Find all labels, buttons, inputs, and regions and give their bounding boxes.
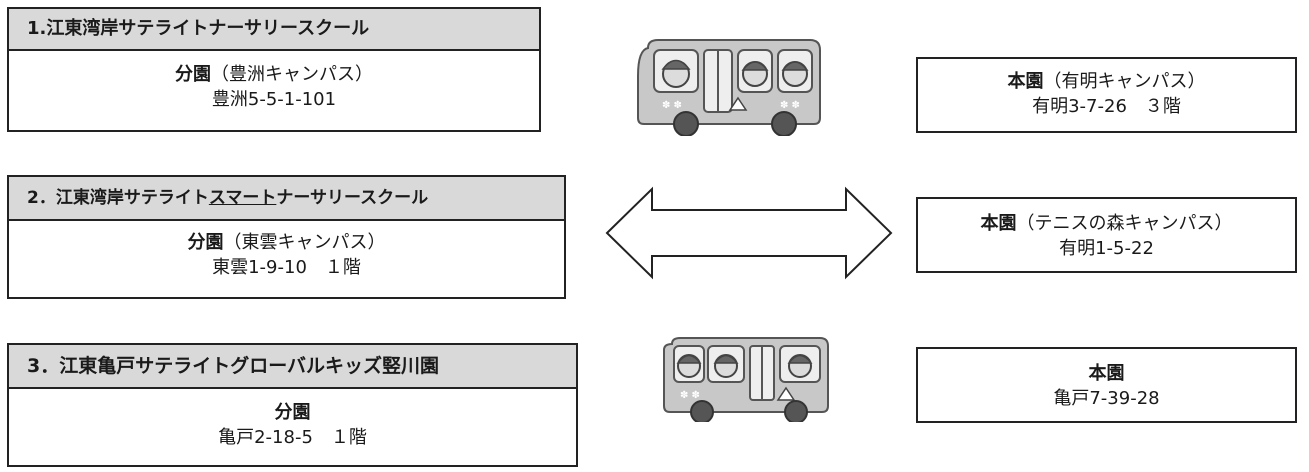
campus-box-2: 本園（テニスの森キャンパス） 有明1-5-22 xyxy=(916,197,1297,273)
school-bus-icon: ✽ ✽ ✽ ✽ xyxy=(637,39,821,136)
campus-address-2: 有明1-5-22 xyxy=(1059,238,1154,259)
campus-box-1: 本園（有明キャンパス） 有明3-7-26 ３階 xyxy=(916,57,1297,133)
svg-text:✽ ✽: ✽ ✽ xyxy=(680,390,700,401)
branch-address-3: 亀戸2-18-5 １階 xyxy=(218,427,367,448)
double-arrow-icon xyxy=(605,186,893,280)
branch-address-2: 東雲1-9-10 １階 xyxy=(212,257,361,278)
campus-address-3: 亀戸7-39-28 xyxy=(1053,388,1160,409)
campus-label-1: 本園（有明キャンパス） xyxy=(1007,71,1206,92)
campus-box-3: 本園 亀戸7-39-28 xyxy=(916,347,1297,423)
school-box-1: 1.江東湾岸サテライトナーサリースクール 分園（豊洲キャンパス） 豊洲5-5-1… xyxy=(7,7,541,132)
branch-label-1: 分園（豊洲キャンパス） xyxy=(175,64,373,85)
school-bus-icon: ✽ ✽ xyxy=(663,337,829,422)
school-box-3: 3．江東亀戸サテライトグローバルキッズ竪川園 分園 亀戸2-18-5 １階 xyxy=(7,343,578,467)
branch-address-1: 豊洲5-5-1-101 xyxy=(211,89,337,110)
campus-address-1: 有明3-7-26 ３階 xyxy=(1032,96,1181,117)
branch-label-2: 分園（東雲キャンパス） xyxy=(187,232,386,253)
campus-label-3: 本園 xyxy=(1088,363,1125,384)
svg-text:✽ ✽: ✽ ✽ xyxy=(780,100,800,111)
school-header-3: 3．江東亀戸サテライトグローバルキッズ竪川園 xyxy=(9,345,576,389)
school-header-1: 1.江東湾岸サテライトナーサリースクール xyxy=(9,9,539,51)
school-header-2: 2．江東湾岸サテライトスマートナーサリースクール xyxy=(9,177,564,221)
campus-label-2: 本園（テニスの森キャンパス） xyxy=(980,213,1233,234)
svg-text:✽ ✽: ✽ ✽ xyxy=(662,100,682,111)
branch-label-3: 分園 xyxy=(274,402,311,423)
school-box-2: 2．江東湾岸サテライトスマートナーサリースクール 分園（東雲キャンパス） 東雲1… xyxy=(7,175,566,299)
